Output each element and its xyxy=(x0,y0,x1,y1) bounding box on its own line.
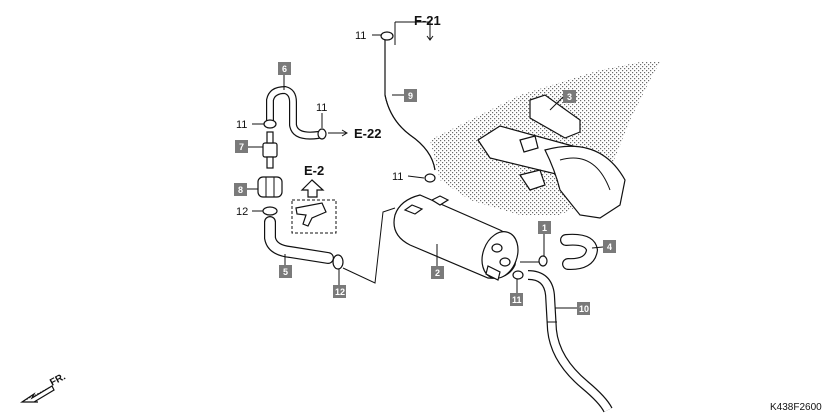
callout-11-center: 11 xyxy=(392,171,403,183)
callout-11-left-upper: 11 xyxy=(236,119,247,131)
clamp-11-center xyxy=(424,173,436,183)
hose-4 xyxy=(560,233,599,271)
callout-12: 12 xyxy=(335,287,345,297)
callout-box-11 xyxy=(510,293,523,306)
canister-body xyxy=(393,194,519,281)
clamp-11-bottom xyxy=(512,270,524,280)
callout-box-10 xyxy=(577,302,590,315)
bracket-e2 xyxy=(295,202,327,227)
callout-12-left: 12 xyxy=(236,206,248,218)
callout-box-8 xyxy=(234,183,247,196)
diagram-code: K438F2600 xyxy=(770,402,822,413)
ref-e2: E-2 xyxy=(304,163,324,178)
callout-9: 9 xyxy=(408,91,413,101)
clamp-11-top xyxy=(380,31,394,41)
callout-box-12 xyxy=(333,285,346,298)
fitting-1 xyxy=(520,255,548,267)
callout-11-bottom: 11 xyxy=(512,295,522,305)
callout-11-right: 11 xyxy=(316,102,327,114)
fr-label: FR. xyxy=(48,371,68,388)
hose-6 xyxy=(266,85,322,140)
callout-3: 3 xyxy=(567,92,572,102)
fitting-7 xyxy=(262,131,278,169)
callout-11-top: 11 xyxy=(355,30,366,42)
hose-10 xyxy=(527,270,613,413)
callout-4: 4 xyxy=(607,242,612,252)
front-direction-arrow-icon xyxy=(20,385,55,403)
callout-box-1 xyxy=(538,221,551,234)
up-arrow-icon xyxy=(300,179,325,198)
callout-box-6 xyxy=(278,62,291,75)
callout-box-2 xyxy=(431,266,444,279)
ref-e22: E-22 xyxy=(354,126,381,141)
ref-f21: F-21 xyxy=(414,13,441,28)
callout-8: 8 xyxy=(238,185,243,195)
callout-box-9 xyxy=(404,89,417,102)
callout-1: 1 xyxy=(542,223,547,233)
e2-dashed-box xyxy=(291,199,337,234)
callout-7: 7 xyxy=(239,142,244,152)
hose-5 xyxy=(264,216,334,264)
callout-5: 5 xyxy=(283,267,288,277)
callout-6: 6 xyxy=(282,64,287,74)
callout-box-5 xyxy=(279,265,292,278)
hose-9 xyxy=(384,38,436,171)
callout-10: 10 xyxy=(579,304,589,314)
callout-box-7 xyxy=(235,140,248,153)
callout-box-4 xyxy=(603,240,616,253)
grommet-8 xyxy=(257,176,283,198)
clamp-11-right xyxy=(317,128,327,140)
callout-2: 2 xyxy=(435,268,440,278)
clamp-12 xyxy=(262,206,278,216)
callout-box-3 xyxy=(563,90,576,103)
frame-bracket-part xyxy=(477,94,626,219)
clamp-12-lower xyxy=(332,254,344,270)
clamp-11-left-upper xyxy=(263,119,277,129)
